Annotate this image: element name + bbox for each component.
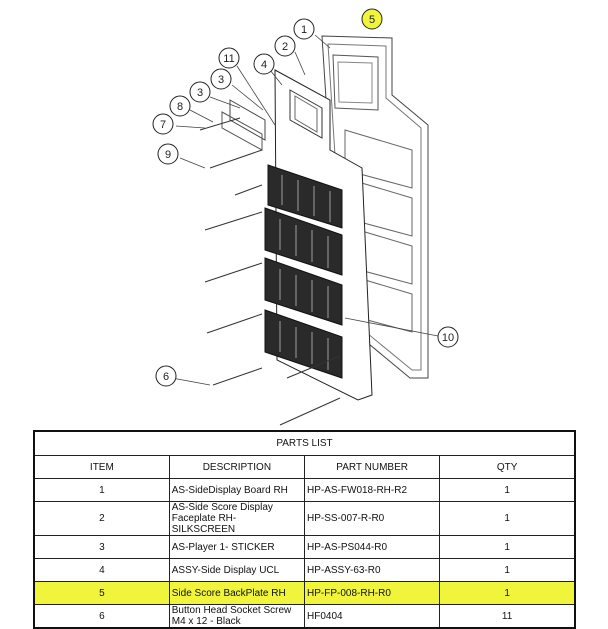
row-description: AS-Side Score Display Faceplate RH- SILK… [168,501,306,536]
svg-text:5: 5 [369,14,375,26]
parts-list-title: PARTS LIST [33,430,576,456]
svg-text:10: 10 [442,332,454,344]
leader-lines [171,34,439,386]
svg-text:2: 2 [282,41,288,53]
callout-10: 10 [437,326,459,348]
row-qty: 1 [439,478,576,502]
row-qty: 11 [439,604,576,629]
header-item: ITEM [33,455,170,479]
callout-6: 6 [155,365,177,387]
row-item: 1 [33,478,170,502]
row-description: AS-Player 1- STICKER [168,535,306,559]
callout-4: 4 [253,53,275,75]
table-row: 6 Button Head Socket Screw M4 x 12 - Bla… [33,604,576,629]
row-qty: 1 [439,558,576,582]
row-description: Side Score BackPlate RH [168,581,306,605]
header-description: DESCRIPTION [168,455,306,479]
row-item: 4 [33,558,170,582]
callout-9: 9 [157,143,179,165]
digit-blocks [264,164,343,379]
callout-8: 8 [169,95,191,117]
callout-5: 5 [361,8,383,30]
callout-7: 7 [152,113,174,135]
svg-text:11: 11 [223,53,234,65]
exploded-assembly-drawing: 5 1 2 11 4 3 3 8 7 9 10 6 [152,8,459,426]
row-qty: 1 [439,535,576,559]
callouts: 5 1 2 11 4 3 3 8 7 9 10 6 [152,8,459,387]
display-board [221,99,266,151]
parts-list-title-row: PARTS LIST [33,430,576,456]
row-part-number: HP-SS-007-R-R0 [303,501,441,536]
svg-text:3: 3 [197,87,203,99]
table-row: 2 AS-Side Score Display Faceplate RH- SI… [33,501,576,536]
header-qty: QTY [439,455,576,479]
row-qty: 1 [439,501,576,536]
row-part-number: HF0404 [303,604,441,629]
row-item: 5 [33,581,170,605]
screws-part-6 [199,117,341,426]
callout-2: 2 [274,35,296,57]
svg-text:7: 7 [160,119,166,131]
row-description: Button Head Socket Screw M4 x 12 - Black [168,604,306,629]
callout-1: 1 [293,18,315,40]
header-part-number: PART NUMBER [303,455,441,479]
table-row: 4 ASSY-Side Display UCL HP-ASSY-63-R0 1 [33,558,576,582]
callout-3-upper: 3 [210,68,232,90]
row-part-number: HP-AS-FW018-RH-R2 [303,478,441,502]
row-part-number: HP-AS-PS044-R0 [303,535,441,559]
row-part-number: HP-FP-008-RH-R0 [303,581,441,605]
row-qty: 1 [439,581,576,605]
table-row-highlighted: 5 Side Score BackPlate RH HP-FP-008-RH-R… [33,581,576,605]
table-row: 1 AS-SideDisplay Board RH HP-AS-FW018-RH… [33,478,576,502]
svg-text:3: 3 [218,74,224,86]
row-description: ASSY-Side Display UCL [168,558,306,582]
svg-text:6: 6 [163,371,169,383]
row-item: 2 [33,501,170,536]
callout-11: 11 [218,47,240,69]
svg-text:8: 8 [177,101,183,113]
callout-3-lower: 3 [189,81,211,103]
table-row: 3 AS-Player 1- STICKER HP-AS-PS044-R0 1 [33,535,576,559]
svg-text:1: 1 [301,24,307,36]
parts-list-table: PARTS LIST ITEM DESCRIPTION PART NUMBER … [33,430,576,629]
row-part-number: HP-ASSY-63-R0 [303,558,441,582]
svg-text:4: 4 [261,59,267,71]
row-item: 6 [33,604,170,629]
parts-list-header-row: ITEM DESCRIPTION PART NUMBER QTY [33,455,576,479]
row-description: AS-SideDisplay Board RH [168,478,306,502]
svg-text:9: 9 [165,149,171,161]
row-item: 3 [33,535,170,559]
